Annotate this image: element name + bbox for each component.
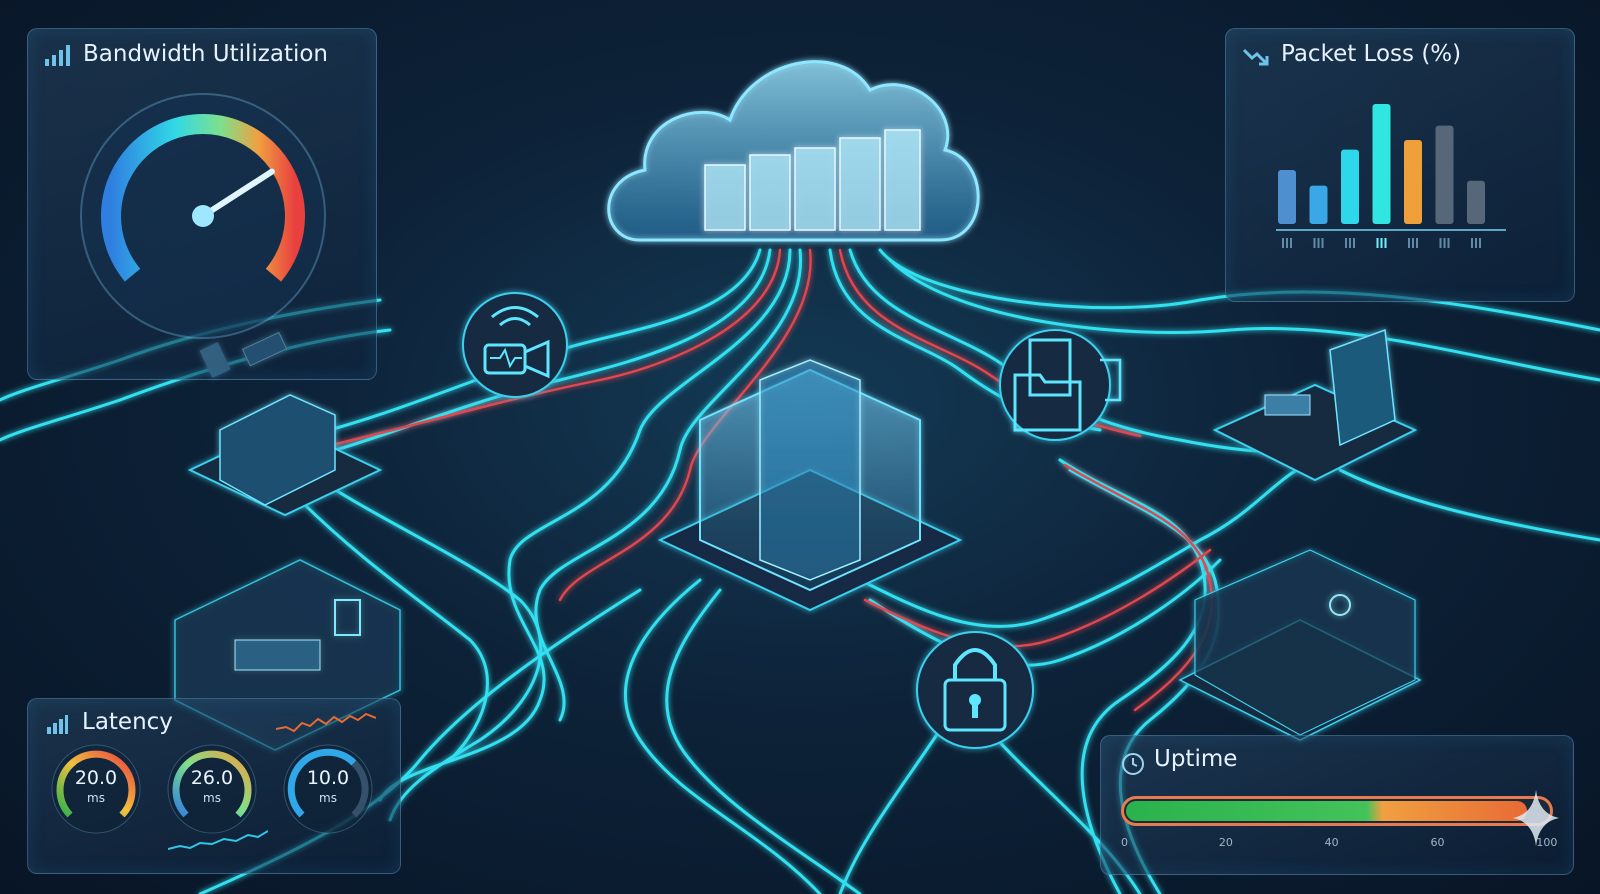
packet-loss-tick-mark: [1412, 238, 1414, 248]
clock-icon: [1122, 753, 1144, 775]
cloud-data-center: [607, 60, 980, 242]
packet-loss-tick-mark: [1313, 238, 1316, 248]
bandwidth-title: Bandwidth Utilization: [83, 41, 329, 67]
central-hub-building: [657, 359, 963, 612]
uptime-sparkle-icon: [1513, 790, 1559, 846]
packet-loss-title: Packet Loss (%): [1281, 41, 1462, 67]
packet-loss-bar: [1341, 149, 1359, 224]
packet-loss-tick-mark: [1376, 238, 1379, 248]
uptime-progress-track: [1121, 796, 1553, 826]
uptime-tick-labels: 0 20 40 60 100: [1121, 836, 1557, 852]
uptime-tick-label: 60: [1430, 836, 1445, 849]
bandwidth-gauge: [80, 93, 326, 339]
packet-loss-bar: [1467, 180, 1485, 224]
packet-loss-tick-mark: [1475, 238, 1477, 248]
packet-loss-tick-mark: [1416, 238, 1418, 248]
uptime-tick-label: 40: [1324, 836, 1339, 849]
uptime-tick-label: 100: [1536, 836, 1558, 849]
uptime-tick-label: 20: [1218, 836, 1233, 849]
signal-bars-icon: [45, 45, 70, 66]
uptime-tick-label: 0: [1121, 836, 1128, 849]
packet-loss-tick-mark: [1443, 238, 1446, 248]
packet-loss-tick-mark: [1290, 238, 1292, 248]
packet-loss-tick-mark: [1286, 238, 1288, 248]
latency-unit-3: ms: [319, 791, 337, 805]
uptime-title: Uptime: [1154, 746, 1238, 772]
packet-loss-bar: [1435, 125, 1454, 224]
uptime-progress-fill: [1126, 801, 1527, 821]
latency-gauge-3: 10.0 ms: [282, 743, 374, 835]
packet-loss-tick-mark: [1353, 238, 1355, 248]
signal-bars-icon: [47, 715, 68, 734]
packet-loss-tick-mark: [1345, 238, 1347, 248]
packet-loss-tick-mark: [1282, 238, 1284, 248]
packet-loss-tick-mark: [1408, 238, 1410, 248]
packet-loss-tick-mark: [1317, 238, 1320, 248]
latency-gauge-2-ring: [167, 744, 257, 834]
bandwidth-arc: [101, 114, 305, 282]
packet-loss-tick-mark: [1479, 238, 1481, 248]
uptime-panel: Uptime 0 20 40 60 100: [1100, 735, 1574, 875]
latency-unit-2: ms: [203, 791, 221, 805]
packet-loss-tick-mark: [1380, 238, 1383, 248]
security-lock-node: [916, 631, 1034, 749]
packet-loss-tick-mark: [1384, 238, 1387, 248]
packet-loss-chart: [1276, 104, 1506, 248]
bandwidth-panel: Bandwidth Utilization: [27, 28, 377, 380]
packet-loss-panel: Packet Loss (%): [1225, 28, 1575, 302]
latency-gauge-2: 26.0 ms: [166, 743, 258, 835]
latency-value-2: 26.0: [190, 767, 234, 789]
packet-loss-tick-mark: [1447, 238, 1450, 248]
latency-unit-1: ms: [87, 791, 105, 805]
packet-loss-tick-mark: [1321, 238, 1324, 248]
packet-loss-tick-mark: [1471, 238, 1473, 248]
latency-title: Latency: [82, 709, 173, 735]
latency-value-1: 20.0: [74, 767, 118, 789]
latency-gauge-1-ring: [51, 744, 141, 834]
packet-loss-tick-mark: [1439, 238, 1442, 248]
latency-gauge-3-ring: [283, 744, 373, 834]
packet-loss-tick-mark: [1349, 238, 1351, 248]
open-office-right: [1178, 549, 1422, 741]
trend-down-icon: [1242, 48, 1269, 66]
latency-gauge-1: 20.0 ms: [50, 743, 142, 835]
packet-loss-bar: [1278, 170, 1296, 224]
wifi-camera-node: [462, 292, 568, 398]
packet-loss-bar: [1404, 140, 1422, 224]
packet-loss-bar: [1372, 104, 1391, 224]
latency-value-3: 10.0: [306, 767, 350, 789]
remote-office-right: [1212, 328, 1418, 482]
latency-sparkline-bottom: [168, 830, 268, 850]
file-storage-node: [999, 329, 1122, 441]
latency-panel: Latency 20.0 ms: [27, 698, 401, 874]
packet-loss-bar: [1309, 185, 1328, 224]
bandwidth-needle-hub: [192, 205, 214, 227]
latency-sparkline-top: [276, 712, 376, 733]
